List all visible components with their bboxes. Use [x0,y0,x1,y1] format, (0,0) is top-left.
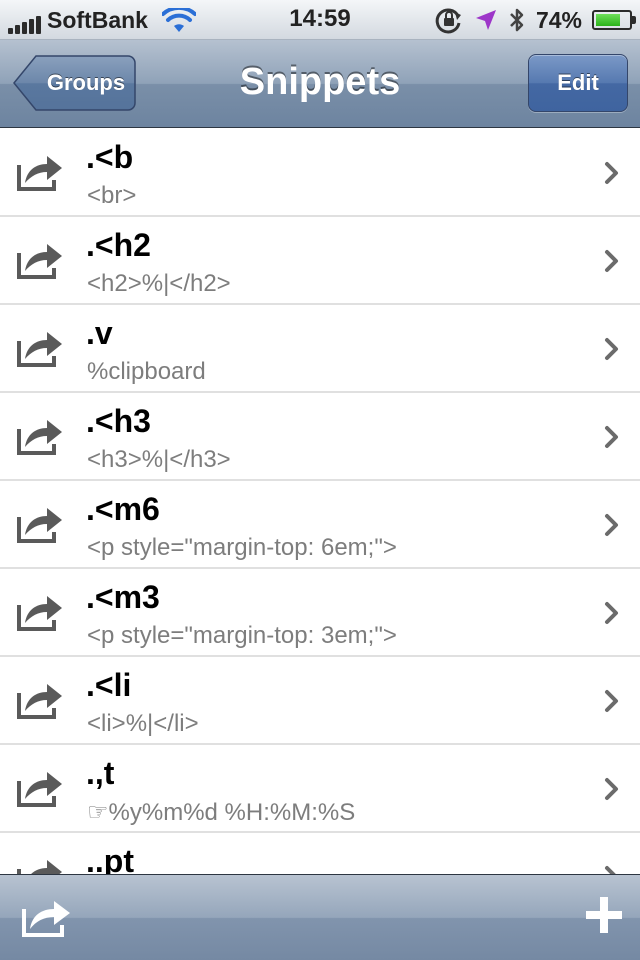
battery-percent: 74% [535,6,582,33]
bottom-toolbar [0,874,640,960]
snippet-abbreviation: .<b [86,139,134,175]
snippet-abbreviation: .<m6 [86,491,160,527]
edit-button[interactable]: Edit [528,54,628,112]
snippet-share-icon [17,508,62,543]
status-time: 14:59 [289,5,351,32]
snippet-share-icon [17,860,62,874]
snippet-text: <h2>%|</h2> [87,270,231,297]
snippet-abbreviation: .<li [86,667,132,703]
chevron-right-icon [605,162,618,184]
battery-icon [592,10,636,30]
page-title: Snippets [239,61,401,103]
snippet-text: %clipboard [87,358,206,385]
snippet-row[interactable]: .v %clipboard [0,305,640,393]
status-bar: SoftBank 14:59 74% [0,0,640,40]
snippet-row[interactable]: .<m3 <p style="margin-top: 3em;"> [0,569,640,657]
snippet-share-icon [17,772,62,807]
snippet-share-icon [17,420,62,455]
snippet-share-icon [17,596,62,631]
chevron-right-icon [605,338,618,360]
rotation-lock-icon [435,8,461,34]
snippet-abbreviation: .v [86,315,113,351]
snippet-text: <br> [87,182,137,209]
chevron-right-icon [605,866,616,874]
snippet-share-icon [17,156,62,191]
snippet-abbreviation: .<m3 [86,579,160,615]
snippet-row[interactable]: .<h2 <h2>%|</h2> [0,217,640,305]
location-arrow-icon [475,10,496,30]
snippet-text: ☞%y%m%d %H:%M:%S [87,799,356,826]
snippet-row[interactable]: .,t ☞%y%m%d %H:%M:%S [0,745,640,833]
snippet-abbreviation: ..pt [86,843,134,874]
snippet-row[interactable]: .<h3 <h3>%|</h3> [0,393,640,481]
snippet-row[interactable]: ..pt [0,833,640,874]
snippet-share-icon [17,684,62,719]
snippet-text: <p style="margin-top: 6em;"> [87,534,397,561]
chevron-right-icon [605,690,618,712]
navigation-bar: Snippets Groups Edit [0,40,640,128]
wifi-icon [161,8,196,32]
back-button[interactable]: Groups [12,54,136,112]
chevron-right-icon [605,426,618,448]
snippet-text: <h3>%|</h3> [87,446,231,473]
snippet-list[interactable]: .<b <br> .<h2 <h2>%|</h2> .v %clipboard .<h3 <h… [0,129,640,874]
chevron-right-icon [605,602,618,624]
snippet-row[interactable]: .<m6 <p style="margin-top: 6em;"> [0,481,640,569]
snippet-abbreviation: .<h2 [86,227,151,263]
snippet-text: <p style="margin-top: 3em;"> [87,622,397,649]
carrier-name: SoftBank [47,7,148,33]
chevron-right-icon [605,778,618,800]
signal-bars-icon [8,12,41,34]
back-button-label: Groups [46,70,126,95]
snippet-text: <li>%|</li> [87,710,199,737]
add-icon[interactable] [584,895,624,935]
share-icon[interactable] [20,895,74,939]
bluetooth-icon [510,8,524,32]
snippet-row[interactable]: .<li <li>%|</li> [0,657,640,745]
chevron-right-icon [605,250,618,272]
battery-level [596,14,620,26]
snippet-share-icon [17,244,62,279]
chevron-right-icon [605,514,618,536]
snippet-abbreviation: .,t [86,755,115,791]
snippet-row[interactable]: .<b <br> [0,129,640,217]
snippet-share-icon [17,332,62,367]
snippet-abbreviation: .<h3 [86,403,151,439]
